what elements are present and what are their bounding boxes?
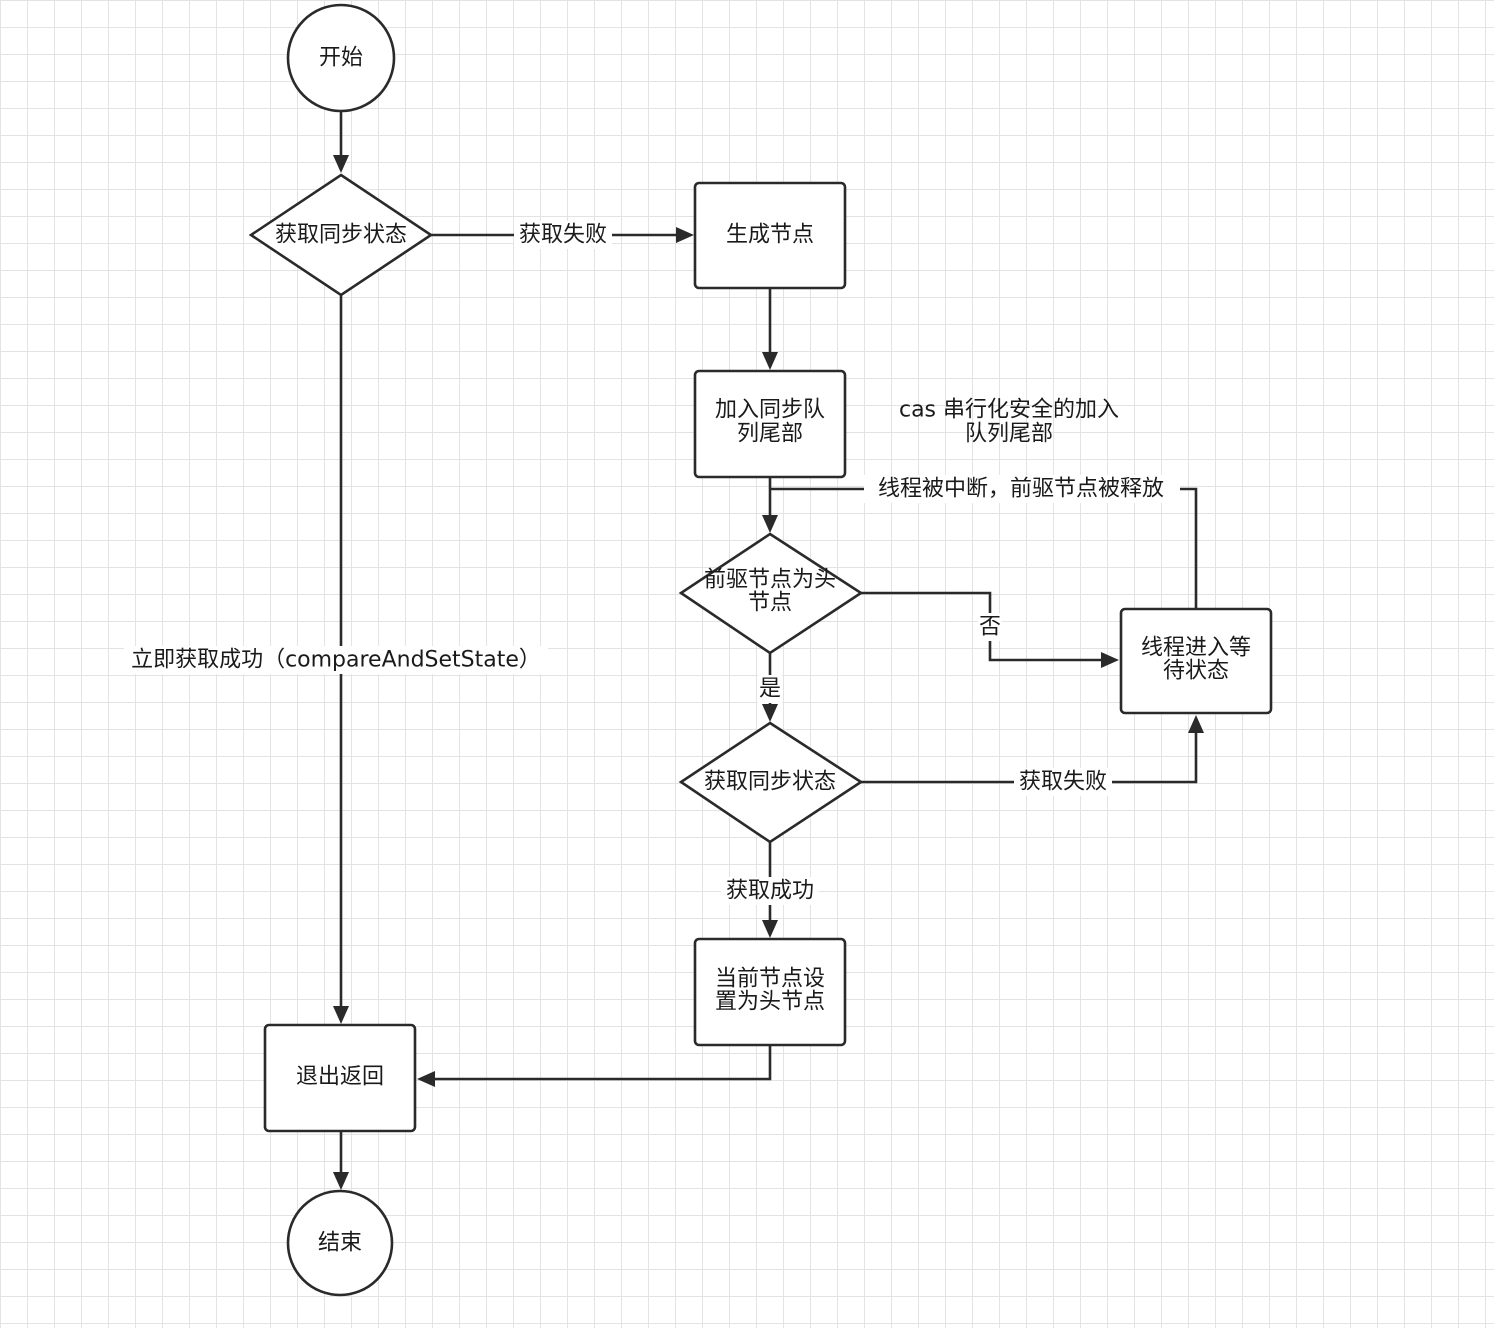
arrowhead bbox=[762, 515, 778, 533]
edge-label-acquire-fail-2: 获取失败 bbox=[1014, 768, 1112, 796]
arrowhead bbox=[333, 1006, 349, 1024]
edge-label-acquire-success: 获取成功 bbox=[721, 877, 819, 905]
annotation-cas-note: cas 串行化安全的加入 队列尾部 bbox=[899, 398, 1119, 447]
decision-get-state: 获取同步状态 bbox=[248, 173, 434, 297]
edge-label-acquire-fail-1: 获取失败 bbox=[514, 221, 612, 249]
edge-label-immediate-success: 立即获取成功（compareAndSetState） bbox=[124, 646, 548, 674]
process-thread-wait-label-1: 线程进入等 bbox=[1141, 636, 1251, 661]
arrowhead bbox=[333, 1172, 349, 1190]
process-exit-return: 退出返回 bbox=[263, 1023, 417, 1133]
end-node: 结束 bbox=[286, 1189, 394, 1297]
arrowhead bbox=[762, 352, 778, 370]
decision-pred-is-head-label-1: 前驱节点为头 bbox=[704, 568, 836, 593]
edge-label-no-text: 否 bbox=[979, 615, 1001, 640]
edge-label-acquire-success-text: 获取成功 bbox=[726, 879, 814, 904]
start-label: 开始 bbox=[319, 46, 363, 71]
edge-label-yes-text: 是 bbox=[759, 677, 781, 702]
arrowhead bbox=[676, 227, 694, 243]
process-enqueue-tail-label-1: 加入同步队 bbox=[715, 398, 825, 423]
annotation-cas-note-line-2: 队列尾部 bbox=[965, 422, 1053, 447]
arrowhead bbox=[417, 1071, 435, 1087]
annotation-cas-note-line-1: cas 串行化安全的加入 bbox=[899, 398, 1119, 423]
edge-get-state-2-fail bbox=[861, 733, 1198, 784]
arrowhead bbox=[762, 920, 778, 938]
process-create-node-label: 生成节点 bbox=[726, 223, 814, 248]
edge-label-yes: 是 bbox=[758, 675, 782, 703]
edge-label-acquire-fail-1-text: 获取失败 bbox=[519, 223, 607, 248]
process-enqueue-tail: 加入同步队 列尾部 bbox=[693, 369, 847, 479]
process-create-node: 生成节点 bbox=[693, 181, 847, 290]
edge-label-immediate-success-text: 立即获取成功（compareAndSetState） bbox=[131, 648, 541, 673]
process-enqueue-tail-label-2: 列尾部 bbox=[737, 422, 803, 447]
arrowhead bbox=[1101, 652, 1119, 668]
arrowhead bbox=[333, 155, 349, 173]
process-set-head: 当前节点设 置为头节点 bbox=[693, 937, 847, 1047]
process-set-head-label-1: 当前节点设 bbox=[715, 967, 825, 992]
decision-get-state-label: 获取同步状态 bbox=[275, 223, 407, 248]
arrowhead bbox=[1188, 715, 1204, 733]
process-exit-return-label: 退出返回 bbox=[296, 1065, 384, 1090]
process-thread-wait-label-2: 待状态 bbox=[1163, 659, 1229, 684]
edge-label-interrupted-text: 线程被中断，前驱节点被释放 bbox=[878, 477, 1164, 502]
process-thread-wait: 线程进入等 待状态 bbox=[1119, 607, 1273, 715]
decision-get-state-retry: 获取同步状态 bbox=[678, 721, 864, 844]
start-node: 开始 bbox=[286, 3, 396, 113]
decision-pred-is-head-label-2: 节点 bbox=[748, 591, 792, 616]
decision-pred-is-head: 前驱节点为头 节点 bbox=[678, 532, 864, 655]
edge-label-acquire-fail-2-text: 获取失败 bbox=[1019, 770, 1107, 795]
edge-label-no: 否 bbox=[978, 613, 1002, 641]
end-label: 结束 bbox=[318, 1231, 362, 1256]
decision-get-state-retry-label: 获取同步状态 bbox=[704, 770, 836, 795]
process-set-head-label-2: 置为头节点 bbox=[715, 990, 825, 1015]
edge-set-head-to-exit bbox=[435, 1046, 772, 1081]
arrowhead bbox=[762, 704, 778, 722]
edge-label-interrupted: 线程被中断，前驱节点被释放 bbox=[864, 475, 1180, 503]
